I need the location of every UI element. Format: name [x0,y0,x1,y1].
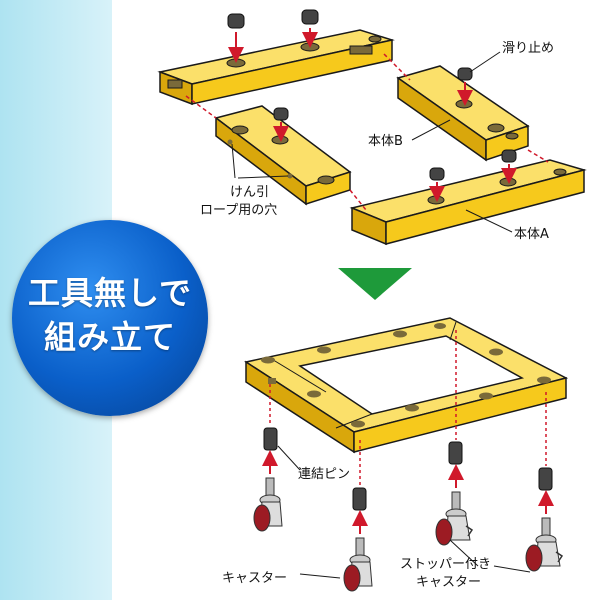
stopper-caster-label-line2: キャスター [416,575,481,590]
body-b-label: 本体B [368,134,403,149]
rope-hole-label-line2: ロープ用の穴 [200,203,277,218]
slip-stopper-pegs-body-a [429,149,517,202]
assembly-guide-lines [185,53,549,211]
caster-front-left [253,477,283,532]
slip-stopper-pegs-top-left [227,9,319,63]
slip-stopper-label: 滑り止め [502,41,554,56]
stopper-caster-label-line1: ストッパー付き [400,557,491,572]
caster-rear-left [343,537,373,592]
assembled-frame [244,317,569,454]
caster-label: キャスター [222,571,287,586]
body-a-frame-bar [349,159,587,246]
pin-guide-lines [269,330,547,486]
label-leaders-bottom [277,445,531,579]
slip-stopper-peg-body-b [457,67,473,106]
no-tools-assembly-badge [12,220,208,416]
badge-line2: 組み立て [43,318,176,356]
label-leaders-top [231,51,513,233]
body-a-label: 本体A [514,227,549,242]
badge-line1: 工具無しで [27,274,193,312]
top-left-frame-bar [157,29,395,106]
rope-hole-label-line1: けん引 [230,185,269,200]
stopper-caster-front-right [435,491,474,546]
stopper-caster-rear-right [525,517,564,572]
pin-insert-arrows [262,450,554,534]
connecting-pin-label: 連結ピン [298,467,350,482]
slip-stopper-peg-middle-left [273,107,289,142]
down-arrow-icon [338,268,412,300]
connecting-pins [263,427,553,511]
